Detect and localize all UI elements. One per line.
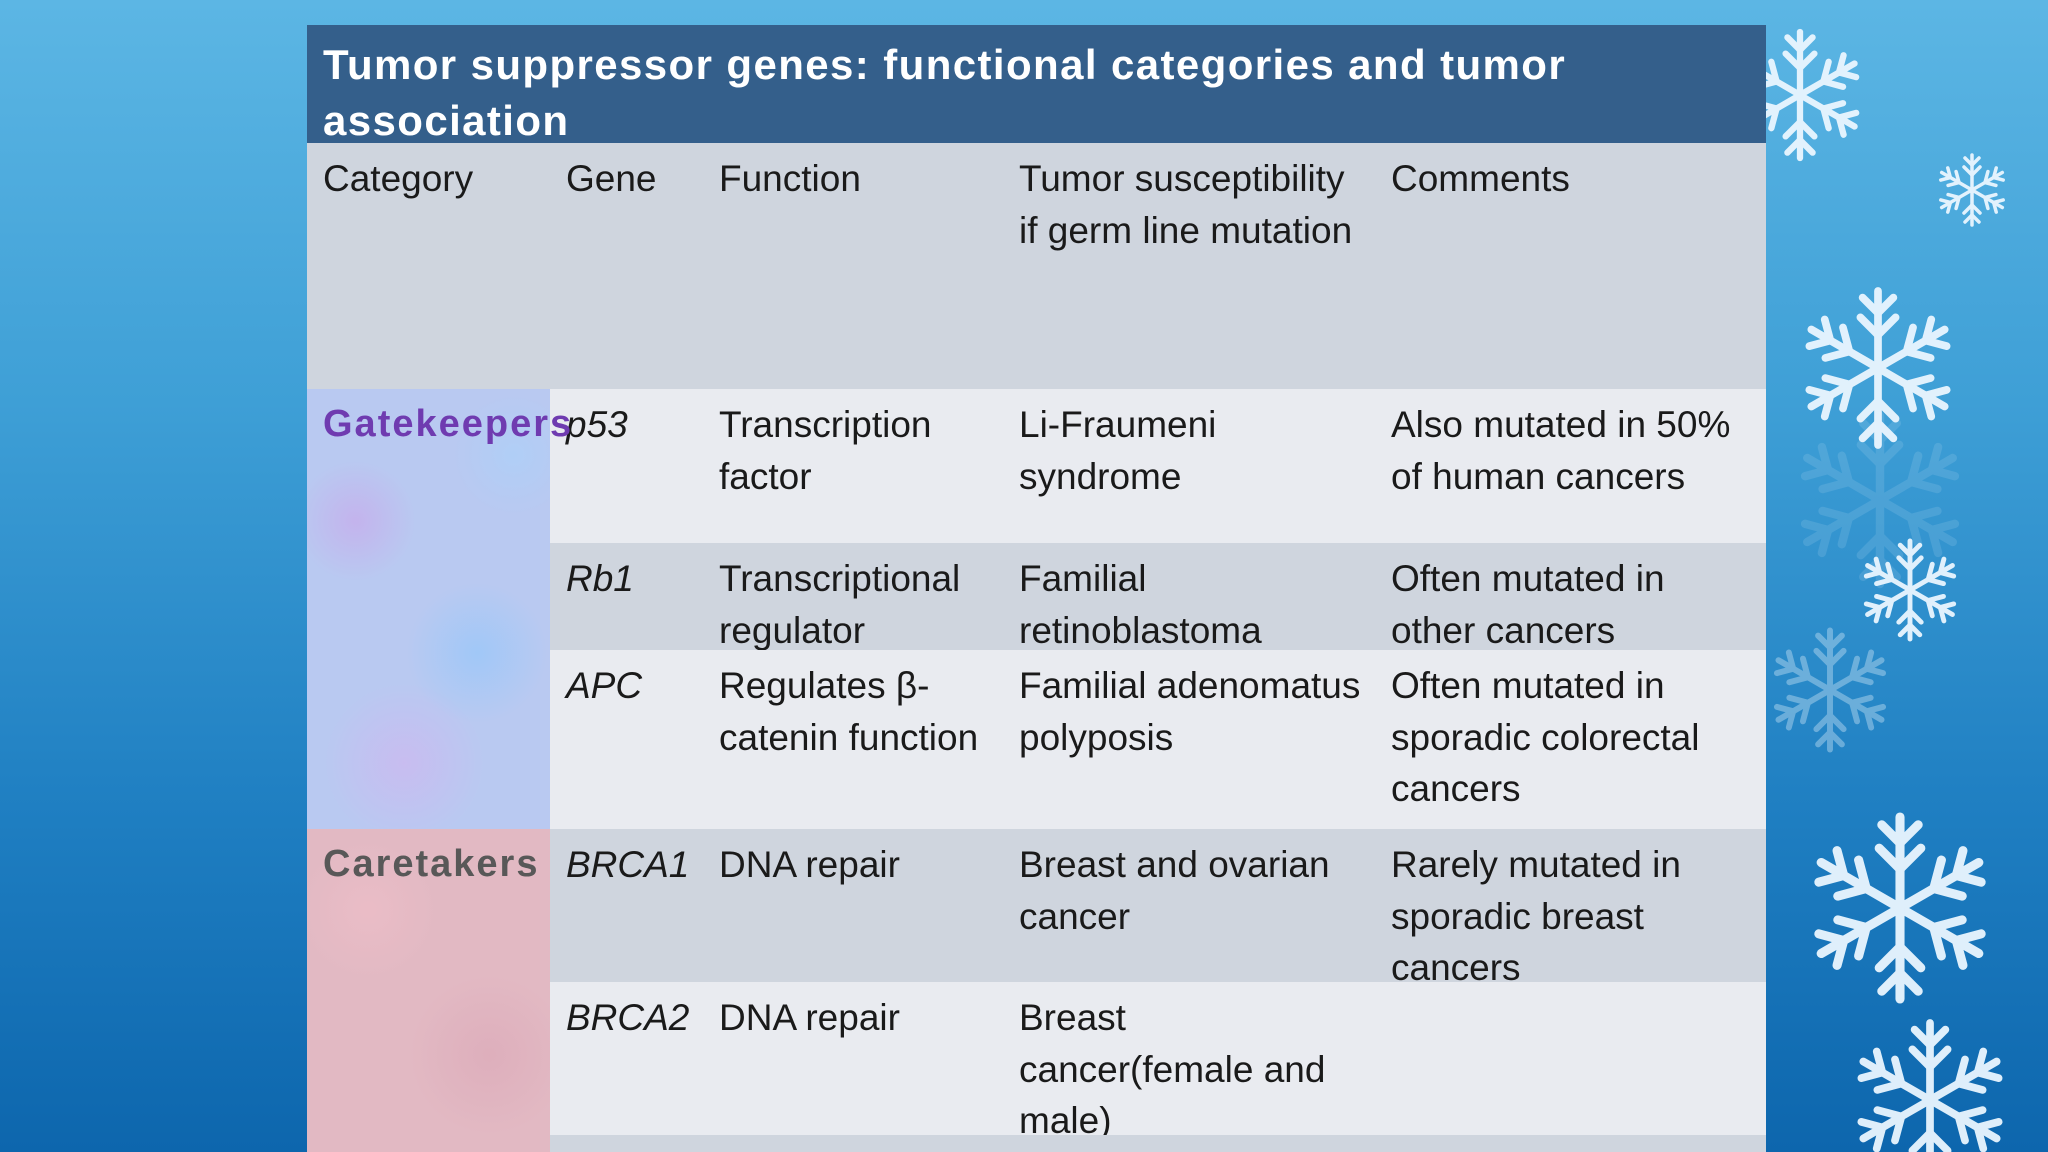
header-category: Category: [323, 158, 474, 199]
slide-title: Tumor suppressor genes: functional categ…: [307, 25, 1766, 144]
gene-comments: Rarely mutated in sporadic breast cancer…: [1391, 844, 1681, 982]
header-tumor-susceptibility: Tumor susceptibility if germ line mutati…: [1019, 158, 1353, 251]
category-gatekeepers: Gatekeepers: [307, 389, 571, 829]
table-row: BRCA2 DNA repair Breast cancer(female an…: [307, 982, 1766, 1135]
gene-comments: Also mutated in 50% of human cancers: [1391, 404, 1731, 497]
snowflake-icon: [1803, 291, 1954, 445]
snowflake-icon: [1811, 817, 1989, 999]
category-caretakers: Caretakers: [307, 829, 550, 1152]
tumor-susceptibility: Familial adenomatus polyposis: [1019, 665, 1361, 758]
gene-name: Rb1: [566, 558, 634, 599]
snowflake-icon: [1862, 541, 1958, 639]
gene-comments: [1375, 982, 1766, 1135]
table-row: BRCA1 DNA repair Breast and ovarian canc…: [307, 829, 1766, 982]
tumor-susceptibility: Hereditary non-: [1003, 1135, 1375, 1152]
gene-function: Regulates β-catenin function: [719, 665, 979, 758]
header-function: Function: [719, 158, 861, 199]
snowflake-icon: [1798, 416, 1963, 584]
gene-name: BRCA1: [566, 844, 690, 885]
gene-name: MSH2: [550, 1135, 703, 1152]
tumor-susceptibility: Breast cancer(female and male): [1019, 997, 1326, 1135]
gene-name: APC: [566, 665, 643, 706]
gene-name: BRCA2: [566, 997, 690, 1038]
table-row: p53 Transcription factor Li-Fraumeni syn…: [307, 389, 1766, 543]
tumor-susceptibility: Breast and ovarian cancer: [1019, 844, 1330, 937]
gene-function: DNA mismatch: [703, 1135, 1003, 1152]
category-label: Gatekeepers: [323, 403, 574, 445]
tumor-susceptibility: Li-Fraumeni syndrome: [1019, 404, 1217, 497]
snowflake-icon: [1772, 631, 1889, 750]
table-row: Rb1 Transcriptional regulator Familial r…: [307, 543, 1766, 650]
gene-function: Transcription factor: [719, 404, 932, 497]
gene-table: Tumor suppressor genes: functional categ…: [307, 25, 1766, 1152]
header-comments: Comments: [1391, 158, 1570, 199]
gene-comments: Mutation permits: [1375, 1135, 1766, 1152]
header-gene: Gene: [566, 158, 657, 199]
table-row: MSH2 DNA mismatch Hereditary non- Mutati…: [307, 1135, 1766, 1152]
table-row: APC Regulates β-catenin function Familia…: [307, 650, 1766, 829]
snowflake-icon: [1855, 1023, 2006, 1152]
gene-function: Transcriptional regulator: [719, 558, 961, 650]
snowflake-icon: [1938, 155, 2007, 225]
table-header-row: Category Gene Function Tumor susceptibil…: [307, 143, 1766, 389]
gene-name: p53: [566, 404, 628, 445]
gene-function: DNA repair: [719, 844, 900, 885]
tumor-susceptibility: Familial retinoblastoma: [1019, 558, 1262, 650]
gene-function: DNA repair: [719, 997, 900, 1038]
gene-comments: Often mutated in sporadic colorectal can…: [1391, 665, 1700, 809]
gene-comments: Often mutated in other cancers: [1391, 558, 1665, 650]
category-label: Caretakers: [323, 843, 540, 885]
